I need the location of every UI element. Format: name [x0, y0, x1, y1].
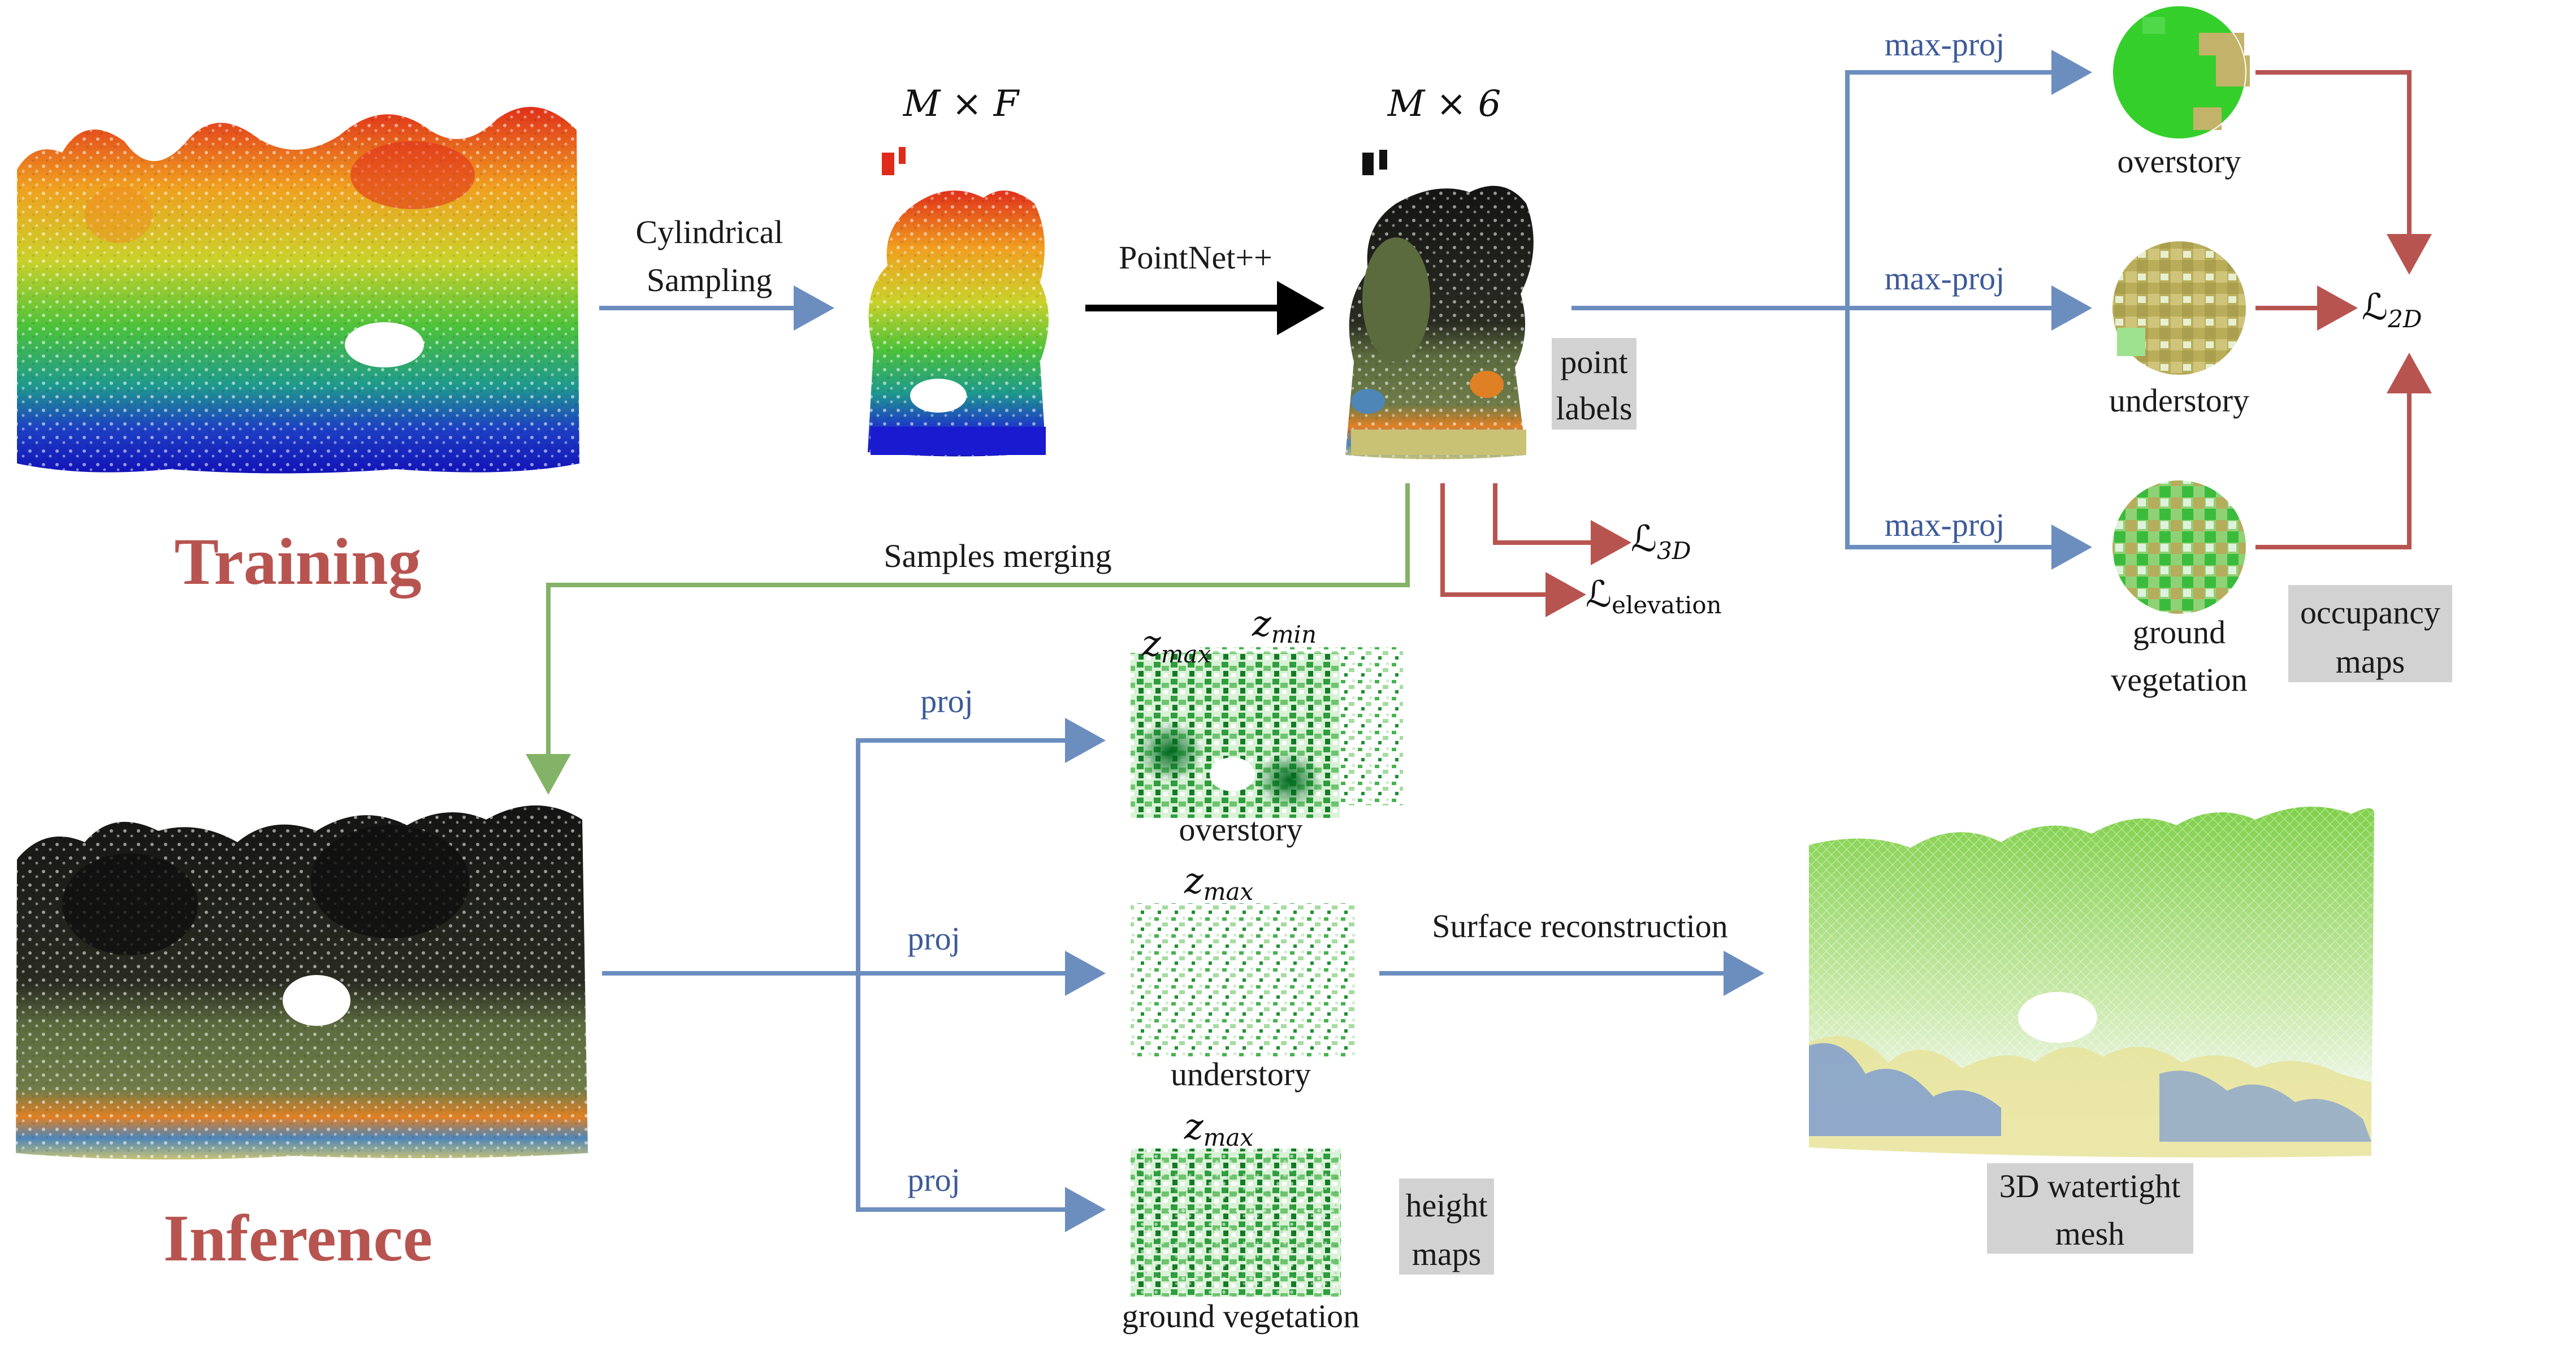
- proj-label-1: proj: [920, 683, 973, 720]
- height-maps-label: height: [1406, 1187, 1488, 1224]
- overstory-height-map-icon: [1131, 647, 1403, 818]
- loss-2d-label: ℒ2D: [2362, 287, 2422, 333]
- occupancy-maps-highlight: [2288, 585, 2452, 682]
- training-title: Training: [174, 525, 421, 599]
- samples-merging-arrow: [526, 483, 1410, 795]
- max-proj-label-1: max-proj: [1885, 26, 2005, 63]
- height-maps-highlight: [1399, 1178, 1494, 1275]
- cylinder-sample-cloud-icon: [868, 147, 1049, 457]
- pointnet-label: PointNet++: [1119, 239, 1272, 276]
- cylindrical-sampling-label: Cylindrical: [636, 214, 783, 250]
- l2d-arrow-ground: [2255, 353, 2432, 549]
- occ-understory-label: understory: [2109, 382, 2249, 419]
- height-maps-label-2: maps: [1412, 1236, 1481, 1272]
- occ-ground-label: ground: [2133, 614, 2226, 651]
- mesh-label: 3D watertight: [1999, 1168, 2181, 1204]
- inference-labeled-cloud-icon: [16, 805, 588, 1160]
- proj-label-3: proj: [907, 1162, 960, 1198]
- point-labels-label: point: [1560, 344, 1627, 380]
- z-min-overstory-label: zmin: [1252, 603, 1317, 648]
- hm-overstory-label: overstory: [1179, 811, 1302, 848]
- max-proj-label-3: max-proj: [1885, 506, 2005, 543]
- ground-height-map-icon: [1131, 1149, 1341, 1297]
- loss-3d-arrow: [1493, 483, 1631, 565]
- understory-occupancy-disk-icon: [2112, 241, 2246, 375]
- proj-label-2: proj: [907, 920, 960, 957]
- mesh-label-2: mesh: [2055, 1215, 2124, 1252]
- z-max-overstory-label: zmax: [1141, 623, 1211, 668]
- hm-ground-label: ground vegetation: [1122, 1298, 1360, 1334]
- mesh-highlight: [1987, 1163, 2193, 1254]
- loss-elevation-label: ℒelevation: [1586, 574, 1722, 619]
- hm-understory-label: understory: [1171, 1056, 1311, 1093]
- watertight-mesh-icon: [1809, 807, 2374, 1158]
- max-proj-label-2: max-proj: [1885, 260, 2005, 297]
- m-times-6-label: M × 6: [1387, 83, 1501, 125]
- occupancy-maps-label-2: maps: [2336, 643, 2405, 680]
- cylindrical-sampling-label-2: Sampling: [647, 262, 772, 298]
- z-max-ground-label: zmax: [1184, 1106, 1254, 1151]
- occ-ground-label-2: vegetation: [2111, 661, 2248, 698]
- l2d-arrow-overstory: [2255, 70, 2432, 275]
- surface-reconstruction-label: Surface reconstruction: [1432, 908, 1728, 944]
- loss-elevation-arrow: [1440, 483, 1586, 617]
- samples-merging-label: Samples merging: [884, 538, 1111, 574]
- z-max-understory-label: zmax: [1184, 860, 1254, 905]
- lidar-training-cloud-icon: [17, 107, 579, 474]
- inference-title: Inference: [163, 1201, 432, 1275]
- occ-overstory-label: overstory: [2117, 143, 2241, 180]
- m-times-f-label: M × F: [903, 83, 1020, 125]
- overstory-occupancy-disk-icon: [2112, 5, 2250, 140]
- point-labels-highlight: [1552, 338, 1636, 430]
- understory-height-map-icon: [1131, 903, 1358, 1057]
- occupancy-maps-label: occupancy: [2300, 594, 2440, 631]
- loss-3d-label: ℒ3D: [1631, 518, 1691, 565]
- point-labels-label-2: labels: [1556, 390, 1632, 427]
- labeled-sample-cloud-icon: [1345, 150, 1534, 460]
- ground-occupancy-disk-icon: [2112, 480, 2246, 614]
